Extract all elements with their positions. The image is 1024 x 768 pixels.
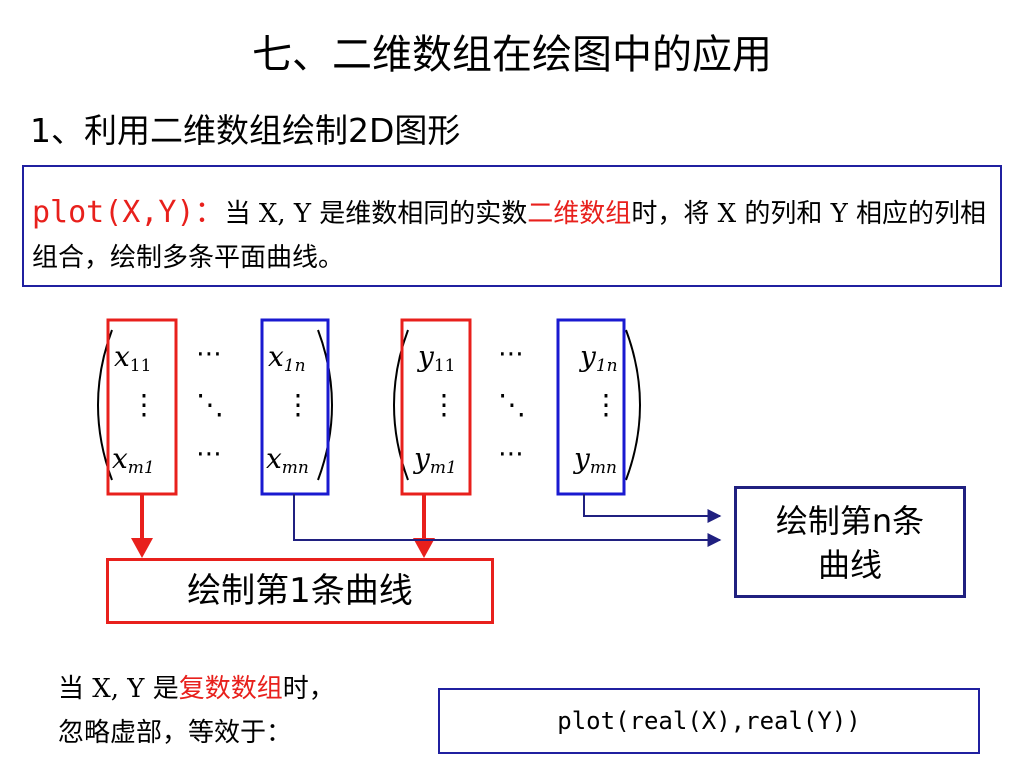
plot-function-call: plot(X,Y)： [32, 195, 225, 230]
first-curve-box: 绘制第1条曲线 [106, 558, 494, 624]
y-diag-dots: ⋱ [498, 388, 526, 421]
xmn-entry: xmn [266, 442, 309, 478]
y-left-vdots: ⋮ [430, 388, 458, 421]
note-highlight: 复数数组 [178, 674, 283, 704]
y-matrix-right-paren [625, 329, 641, 481]
description-highlight: 二维数组 [527, 199, 632, 229]
x11-entry: x11 [114, 340, 151, 376]
x-right-vdots: ⋮ [284, 388, 312, 421]
y-right-vdots: ⋮ [592, 388, 620, 421]
x-last-column-arrow [293, 494, 722, 547]
y1n-entry: y1n [578, 340, 618, 376]
complex-note-line1: 当 X, Y 是复数数组时， [58, 667, 438, 711]
x-first-column-arrowhead [131, 538, 153, 558]
y-last-column-box [556, 318, 626, 496]
nth-curve-label-line2: 曲线 [817, 546, 882, 584]
y-top-ellipsis: ⋯ [498, 339, 524, 369]
note-prefix: 当 X, Y 是 [58, 674, 179, 704]
x-left-vdots: ⋮ [130, 388, 158, 421]
x-matrix-left-paren [97, 329, 113, 481]
x-matrix-right-paren [317, 329, 333, 481]
matrix-diagram: x11 x1n xm1 xmn ⋯ ⋯ ⋮ ⋮ ⋱ y11 y1n ym1 ym… [97, 318, 722, 558]
slide-title: 七、二维数组在绘图中的应用 [252, 32, 772, 78]
ymn-entry: ymn [572, 442, 617, 478]
y-first-column-arrowhead [413, 538, 435, 558]
x1n-entry: x1n [268, 340, 306, 376]
code-box: plot(real(X),real(Y)) [438, 688, 980, 754]
y-bottom-ellipsis: ⋯ [498, 439, 524, 469]
description-box: plot(X,Y)：当 X, Y 是维数相同的实数二维数组时，将 X 的列和 Y… [22, 165, 1002, 287]
x-bottom-ellipsis: ⋯ [196, 439, 222, 469]
ym1-entry: ym1 [412, 442, 457, 478]
x-diag-dots: ⋱ [196, 388, 224, 421]
note-suffix: 时， [282, 674, 335, 704]
complex-note: 当 X, Y 是复数数组时， 忽略虚部，等效于： [58, 667, 438, 755]
complex-note-line2: 忽略虚部，等效于： [58, 718, 293, 748]
nth-curve-box: 绘制第n条 曲线 [734, 486, 966, 598]
description-text: plot(X,Y)：当 X, Y 是维数相同的实数二维数组时，将 X 的列和 Y… [32, 191, 992, 280]
description-part-2: 时，将 X 的列和 Y 相应的列相组合，绘制多条平面曲线。 [32, 199, 987, 273]
nth-curve-label-line1: 绘制第n条 [775, 502, 925, 540]
section-heading: 1、利用二维数组绘制2D图形 [30, 111, 461, 150]
y-last-column-arrow [583, 494, 722, 523]
y-first-column-box [400, 318, 472, 496]
x-top-ellipsis: ⋯ [196, 339, 222, 369]
description-part-1: 当 X, Y 是维数相同的实数 [224, 199, 528, 229]
xm1-entry: xm1 [112, 442, 155, 478]
y11-entry: y11 [416, 340, 455, 376]
